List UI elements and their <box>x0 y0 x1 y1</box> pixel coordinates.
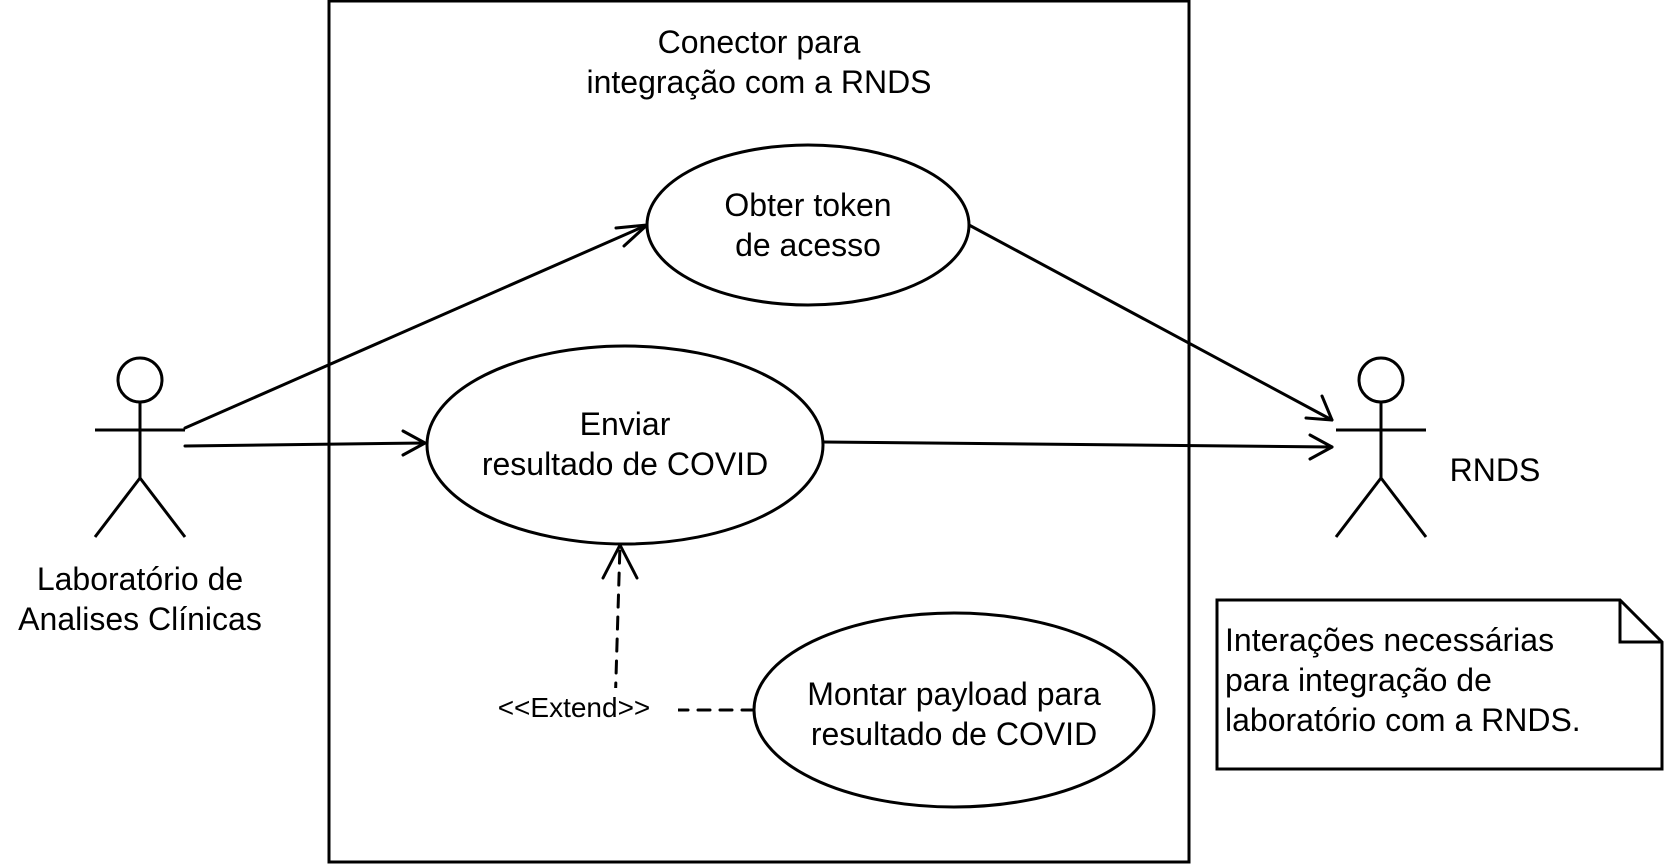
use-case-enviar-resultado-label: Enviar resultado de COVID <box>481 406 769 482</box>
assoc-lab-enviar <box>183 441 427 448</box>
use-case-montar-payload-label: Montar payload para resultado de COVID <box>807 676 1101 752</box>
arrowhead-lab-enviar <box>401 429 427 457</box>
extend-label: <<Extend>> <box>470 688 678 728</box>
arrowhead-enviar-rnds <box>1308 433 1334 461</box>
use-case-obter-token-label: Obter token de acesso <box>724 187 892 263</box>
arrowhead-extend <box>601 543 639 580</box>
arrowhead-token-rnds <box>1304 394 1334 422</box>
use-case-enviar-resultado <box>425 344 825 546</box>
system-title: Conector para integração com a RNDS <box>586 24 932 100</box>
note-shape <box>1215 598 1664 771</box>
actor-laboratorio <box>93 356 187 538</box>
arrowhead-lab-token <box>614 223 649 248</box>
assoc-token-rnds <box>967 223 1334 422</box>
assoc-enviar-rnds <box>821 440 1334 449</box>
actor-rnds <box>1334 356 1428 538</box>
extend-relation <box>613 543 756 712</box>
note-text: Interações necessárias para integração d… <box>1225 622 1581 738</box>
system-boundary <box>327 0 1191 864</box>
assoc-lab-token <box>183 223 649 430</box>
actor-rnds-label: RNDS <box>1449 452 1541 488</box>
actor-lab-label: Laboratório de Analises Clínicas <box>18 561 262 637</box>
